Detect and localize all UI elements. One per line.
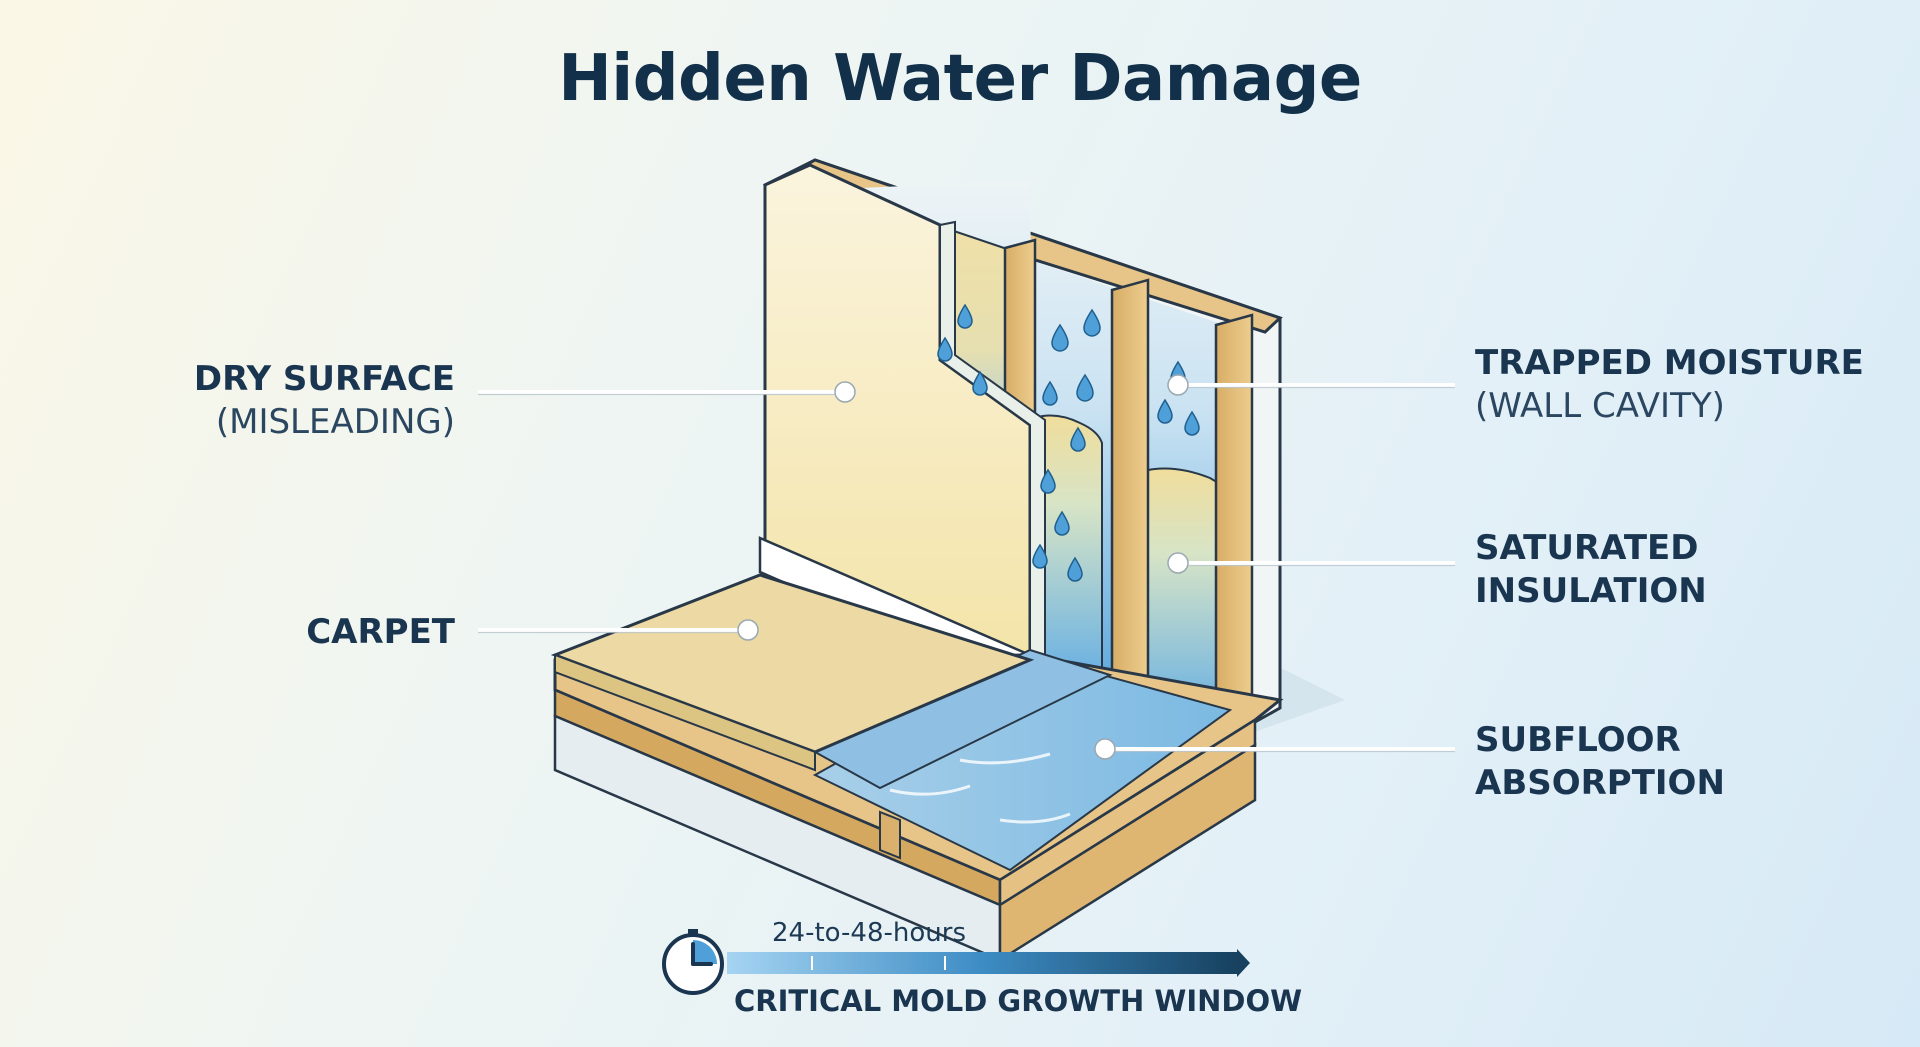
label-saturated-line2: INSULATION bbox=[1475, 571, 1707, 611]
leader-lines bbox=[478, 383, 1455, 751]
label-dry-surface-sub: (MISLEADING) bbox=[215, 402, 455, 442]
label-carpet: CARPET bbox=[306, 611, 455, 654]
dot-saturated-insulation bbox=[1167, 552, 1189, 574]
water-drop bbox=[972, 370, 988, 396]
water-drop bbox=[1083, 308, 1101, 337]
label-saturated-insulation: SATURATED INSULATION bbox=[1475, 527, 1707, 613]
label-trapped-moisture-sub: (WALL CAVITY) bbox=[1475, 386, 1725, 426]
water-drop bbox=[1076, 373, 1094, 402]
timeline bbox=[662, 929, 1250, 995]
water-drop bbox=[1157, 398, 1173, 424]
water-drop bbox=[1051, 323, 1069, 352]
water-drop bbox=[1070, 426, 1086, 452]
water-drop bbox=[1054, 510, 1070, 536]
dot-carpet bbox=[737, 619, 759, 641]
water-drop bbox=[1040, 468, 1056, 494]
carpet-edge bbox=[554, 653, 816, 772]
water-drop bbox=[937, 336, 953, 362]
floor-joist bbox=[998, 742, 1257, 963]
wall-stud-3 bbox=[1214, 313, 1254, 724]
water-drop bbox=[1067, 556, 1083, 582]
leader-line-outlines bbox=[478, 386, 1455, 753]
water-drop bbox=[1184, 410, 1200, 436]
label-saturated-line1: SATURATED bbox=[1475, 528, 1699, 568]
label-carpet-main: CARPET bbox=[306, 612, 455, 652]
dot-subfloor bbox=[1094, 738, 1116, 760]
dot-trapped-moisture bbox=[1167, 374, 1189, 396]
label-subfloor-line1: SUBFLOOR bbox=[1475, 720, 1681, 760]
water-drop bbox=[1042, 380, 1058, 406]
label-trapped-moisture-main: TRAPPED MOISTURE bbox=[1475, 343, 1864, 383]
timeline-arrowhead bbox=[1237, 949, 1250, 977]
label-trapped-moisture: TRAPPED MOISTURE (WALL CAVITY) bbox=[1475, 342, 1864, 428]
label-subfloor-line2: ABSORPTION bbox=[1475, 763, 1725, 803]
timeline-bar bbox=[727, 952, 1237, 974]
page-title: Hidden Water Damage bbox=[558, 42, 1362, 116]
timeline-duration: 24-to-48-hours bbox=[772, 918, 966, 948]
leader-dots bbox=[737, 374, 1189, 760]
water-ripples bbox=[889, 752, 1071, 824]
label-subfloor-absorption: SUBFLOOR ABSORPTION bbox=[1475, 719, 1725, 805]
timeline-caption: CRITICAL MOLD GROWTH WINDOW bbox=[734, 984, 1303, 1018]
wall-stud-2 bbox=[1110, 278, 1150, 714]
water-drop bbox=[957, 303, 973, 329]
label-dry-surface: DRY SURFACE (MISLEADING) bbox=[194, 358, 455, 444]
water-drop bbox=[1032, 543, 1048, 569]
label-dry-surface-main: DRY SURFACE bbox=[193, 359, 455, 399]
dot-dry-surface bbox=[834, 381, 856, 403]
clock-icon bbox=[662, 929, 724, 995]
water-drops bbox=[937, 303, 1200, 582]
joist-post bbox=[879, 810, 901, 860]
